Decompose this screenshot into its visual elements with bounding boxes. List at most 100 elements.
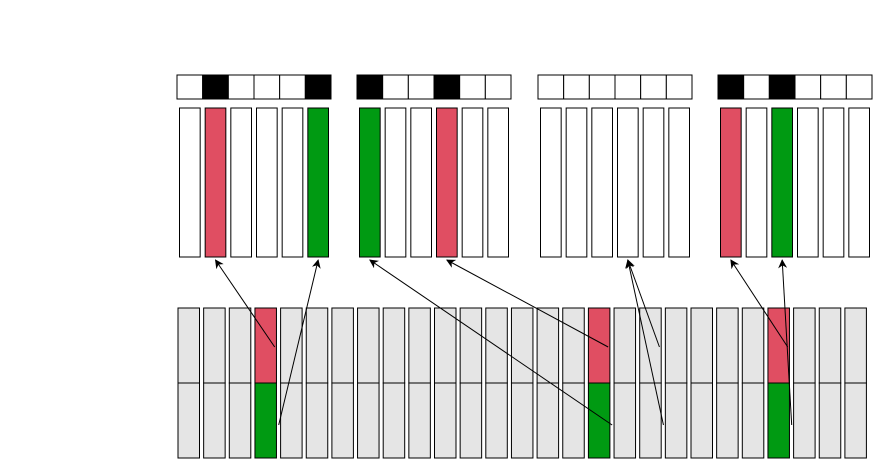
mapping-arrow: [778, 259, 793, 426]
memory-cell-bottom: [228, 382, 252, 459]
memory-cell-top: [408, 307, 431, 384]
header-cell: [459, 74, 486, 100]
header-cell: [743, 74, 770, 100]
memory-array: [177, 307, 867, 459]
register-bar: [540, 107, 562, 258]
header-cell: [665, 74, 693, 100]
memory-cell-top: [587, 307, 611, 384]
header-cell: [717, 74, 745, 100]
memory-cell-top: [510, 307, 534, 384]
memory-cell-bottom: [613, 382, 637, 459]
memory-cell-bottom: [562, 382, 585, 459]
memory-cell-top: [690, 307, 713, 384]
register-bar: [642, 107, 665, 258]
register-bar: [745, 107, 768, 258]
memory-cell-top: [664, 307, 688, 384]
mapping-arrow: [214, 259, 276, 348]
register-bar: [204, 107, 227, 258]
header-cell: [227, 74, 255, 100]
register-bar: [461, 107, 484, 258]
register-bar: [565, 107, 588, 258]
memory-cell-top: [562, 307, 585, 384]
memory-cell-bottom: [587, 382, 611, 459]
mapping-arrow: [369, 259, 613, 426]
memory-cell-bottom: [536, 382, 560, 459]
memory-cell-top: [639, 307, 662, 384]
register-group-1: [356, 74, 512, 258]
memory-cell-bottom: [664, 382, 688, 459]
register-bar: [410, 107, 433, 258]
register-bar: [281, 107, 304, 258]
memory-cell-top: [459, 307, 483, 384]
memory-cell-top: [331, 307, 354, 384]
register-bar: [256, 107, 278, 258]
register-bar: [307, 107, 330, 258]
register-bar: [591, 107, 613, 258]
header-cell: [640, 74, 667, 100]
memory-cell-bottom: [510, 382, 534, 459]
memory-cell-top: [536, 307, 560, 384]
memory-cell-bottom: [408, 382, 431, 459]
header-cell: [253, 74, 281, 100]
mapping-arrow: [730, 259, 789, 348]
header-cell: [202, 74, 229, 100]
memory-cell-bottom: [331, 382, 354, 459]
memory-cell-top: [434, 307, 457, 384]
memory-cell-bottom: [305, 382, 329, 459]
register-bar: [797, 107, 819, 258]
memory-cell-top: [357, 307, 380, 384]
header-cell: [845, 74, 873, 100]
header-cell: [279, 74, 306, 100]
mapping-arrow: [278, 259, 321, 426]
memory-cell-top: [793, 307, 816, 384]
memory-cell-top: [613, 307, 637, 384]
memory-cell-bottom: [793, 382, 816, 459]
register-bar: [720, 107, 742, 258]
register-group-2: [537, 74, 693, 258]
header-cell: [484, 74, 512, 100]
header-cell: [768, 74, 796, 100]
register-bar: [668, 107, 690, 258]
memory-cell-bottom: [357, 382, 380, 459]
memory-cell-bottom: [177, 382, 200, 459]
memory-cell-bottom: [767, 382, 790, 459]
memory-cell-top: [203, 307, 226, 384]
memory-cell-bottom: [716, 382, 739, 459]
register-bar: [436, 107, 458, 258]
register-bar: [179, 107, 201, 258]
header-cell: [382, 74, 409, 100]
memory-cell-bottom: [203, 382, 226, 459]
memory-cell-top: [177, 307, 200, 384]
memory-cell-bottom: [844, 382, 867, 459]
memory-cell-top: [228, 307, 252, 384]
header-cell: [356, 74, 384, 100]
header-cell: [588, 74, 616, 100]
register-group-0: [176, 74, 332, 258]
header-cell: [820, 74, 847, 100]
memory-cell-bottom: [382, 382, 406, 459]
header-cell: [407, 74, 435, 100]
register-bar: [384, 107, 407, 258]
header-cell: [537, 74, 565, 100]
register-bar: [617, 107, 639, 258]
memory-cell-top: [741, 307, 765, 384]
header-cell: [614, 74, 642, 100]
memory-cell-bottom: [818, 382, 842, 459]
memory-cell-top: [485, 307, 508, 384]
register-bar: [230, 107, 252, 258]
register-bar: [487, 107, 510, 258]
register-bar: [848, 107, 870, 258]
memory-cell-bottom: [741, 382, 765, 459]
register-groups: [176, 74, 873, 258]
memory-cell-bottom: [690, 382, 713, 459]
register-group-3: [717, 74, 873, 258]
memory-cell-bottom: [434, 382, 457, 459]
memory-cell-bottom: [280, 382, 303, 459]
header-cell: [433, 74, 461, 100]
header-cell: [563, 74, 590, 100]
header-cell: [176, 74, 204, 100]
memory-cell-top: [382, 307, 406, 384]
memory-cell-bottom: [485, 382, 508, 459]
header-cell: [304, 74, 332, 100]
